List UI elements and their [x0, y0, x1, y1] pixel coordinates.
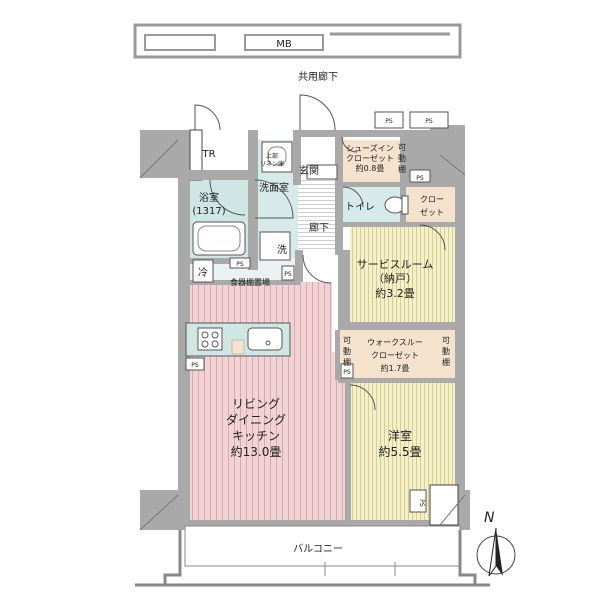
svg-text:サービスルーム: サービスルーム — [357, 258, 434, 271]
closet-floor — [405, 185, 457, 225]
toilet-label: トイレ — [345, 202, 375, 213]
ps-label: PS — [236, 261, 244, 268]
ps-label: PS — [385, 118, 393, 125]
svg-text:上部: 上部 — [266, 152, 278, 160]
ps-label: PS — [418, 499, 425, 507]
walkin-closet-label: ウォークスルー クローゼット 約1.7畳 — [367, 338, 423, 373]
washroom-label: 洗面室 — [259, 181, 289, 194]
doors — [194, 94, 446, 411]
svg-text:シューズイン: シューズイン — [346, 143, 394, 153]
svg-text:ダイニング: ダイニング — [226, 412, 286, 427]
svg-text:キッチン: キッチン — [232, 429, 280, 443]
movable-shelf-right-label: 可 動 棚 — [442, 336, 450, 367]
walkin-closet-floor — [338, 330, 455, 380]
svg-text:リネン庫: リネン庫 — [260, 160, 284, 168]
service-room-floor — [350, 222, 457, 322]
svg-text:約5.5畳: 約5.5畳 — [378, 444, 421, 459]
bath-label: 浴室 (1317) — [192, 191, 225, 217]
svg-text:約13.0畳: 約13.0畳 — [231, 444, 282, 459]
washbasin — [261, 141, 293, 173]
north-label: N — [484, 510, 495, 526]
svg-text:約0.8畳: 約0.8畳 — [356, 163, 385, 173]
svg-text:動: 動 — [343, 347, 351, 356]
movable-shelf-top-label: 可 動 棚 — [398, 143, 406, 174]
svg-text:浴室: 浴室 — [199, 191, 219, 204]
linen-label: 上部 リネン庫 — [260, 152, 284, 168]
bathtub — [192, 221, 246, 256]
svg-text:動: 動 — [442, 347, 450, 356]
ldk-floor — [185, 282, 332, 522]
svg-text:クローゼット: クローゼット — [371, 350, 419, 360]
svg-text:約3.2畳: 約3.2畳 — [375, 286, 415, 300]
ps-label: PS — [416, 175, 424, 182]
ps-label: PS — [191, 362, 199, 369]
svg-text:ウォークスルー: ウォークスルー — [367, 338, 423, 347]
service-room-label: サービスルーム （納戸） 約3.2畳 — [357, 258, 434, 300]
north-compass-icon — [476, 527, 516, 577]
svg-text:棚: 棚 — [442, 357, 450, 367]
hallway-label: 廊下 — [309, 221, 329, 234]
svg-text:(1317): (1317) — [192, 206, 225, 217]
svg-text:可: 可 — [343, 336, 351, 345]
washer-space — [259, 231, 291, 261]
svg-text:約1.7畳: 約1.7畳 — [381, 363, 410, 373]
closet-label: クロー ゼット — [420, 195, 444, 217]
walls — [140, 125, 470, 530]
svg-text:ゼット: ゼット — [420, 207, 444, 217]
toilet-fixture — [384, 195, 409, 215]
ps-label: PS — [343, 369, 351, 376]
svg-text:棚: 棚 — [343, 357, 351, 367]
hallway-floor — [298, 180, 340, 250]
ldk-label: リビング ダイニング キッチン 約13.0畳 — [226, 397, 286, 459]
svg-text:可: 可 — [398, 143, 406, 152]
ps-label: PS — [425, 118, 433, 125]
western-room-label: 洋室 約5.5畳 — [378, 428, 421, 459]
svg-text:クローゼット: クローゼット — [346, 153, 394, 163]
ps-boxes — [185, 111, 449, 513]
fridge-label: 冷 — [198, 266, 208, 279]
shoes-closet-floor — [340, 140, 400, 182]
dish-shelf-label: 食器棚置場 — [230, 277, 270, 287]
svg-text:（納戸）: （納戸） — [373, 272, 417, 285]
tr-label: TR — [201, 149, 215, 160]
svg-text:リビング: リビング — [232, 397, 280, 411]
svg-text:可: 可 — [442, 336, 450, 345]
balcony-label: バルコニー — [293, 543, 343, 555]
corridor-label: 共用廊下 — [298, 70, 338, 83]
fridge-space — [192, 259, 214, 283]
movable-shelf-left-label: 可 動 棚 — [343, 336, 351, 367]
entrance-label: 玄関 — [299, 164, 319, 177]
balcony — [135, 525, 490, 587]
washer-label: 洗 — [277, 244, 287, 256]
ps-label: PS — [284, 271, 292, 278]
svg-text:棚: 棚 — [398, 164, 406, 174]
mb-area: MB — [133, 23, 462, 59]
shoes-closet-label: シューズイン クローゼット 約0.8畳 — [346, 143, 394, 173]
svg-text:洋室: 洋室 — [388, 428, 412, 443]
svg-text:クロー: クロー — [420, 195, 444, 204]
mb-label: MB — [276, 39, 292, 50]
svg-text:動: 動 — [398, 154, 406, 163]
